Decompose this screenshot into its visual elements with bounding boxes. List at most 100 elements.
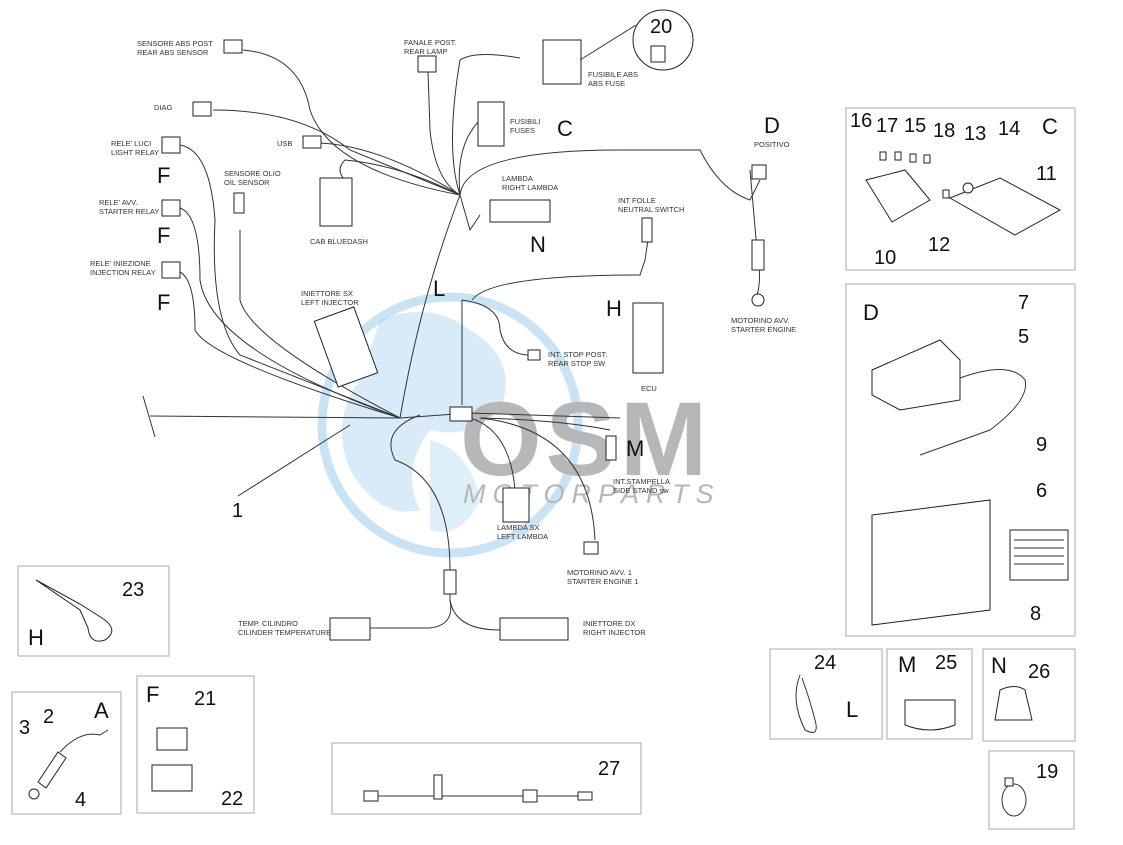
cable-clip xyxy=(994,686,1033,721)
letter-m-box: M xyxy=(898,652,916,677)
callout-20: 20 xyxy=(650,16,672,38)
letter-f-3: F xyxy=(157,290,170,315)
label-light-relay-1: RELE' LUCI xyxy=(111,139,151,148)
label-neutral-2: NEUTRAL SWITCH xyxy=(618,205,684,214)
section-letters: C D F F F N L H M 1 xyxy=(157,113,780,522)
box-n-clip: N 26 xyxy=(982,648,1076,742)
ecu-connector xyxy=(632,302,664,374)
box-c-fuse-holder: 16 17 15 18 13 14 C 11 12 10 xyxy=(845,107,1076,271)
callout-12: 12 xyxy=(928,234,950,256)
label-starter-relay-1: RELE' AVV. xyxy=(99,198,138,207)
bluedash-connector xyxy=(319,177,353,227)
letter-a-box: A xyxy=(94,698,109,723)
callout-24: 24 xyxy=(814,652,836,674)
wire-labels: SENSORE ABS POST REAR ABS SENSOR DIAG FA… xyxy=(90,38,796,637)
label-left-lambda-2: LEFT LAMBDA xyxy=(497,532,548,541)
battery-body xyxy=(871,499,991,626)
letter-c-main: C xyxy=(557,116,573,141)
callout-1: 1 xyxy=(232,500,243,522)
harness-sleeve xyxy=(443,569,457,595)
letter-f-box: F xyxy=(146,682,159,707)
label-right-injector-2: RIGHT INJECTOR xyxy=(583,628,646,637)
box-h-clamp: 23 H xyxy=(17,565,170,657)
letter-l-main: L xyxy=(433,276,445,301)
fuse-holder-body xyxy=(865,169,931,223)
label-rear-lamp-2: REAR LAMP xyxy=(404,47,447,56)
callout-10: 10 xyxy=(874,247,896,269)
rear-abs-sensor-connector xyxy=(223,39,243,54)
label-side-stand-2: SIDE STAND sw xyxy=(613,486,669,495)
callout-27: 27 xyxy=(598,758,620,780)
connectors xyxy=(161,39,767,641)
callout-11: 11 xyxy=(1036,163,1057,185)
mount-bracket xyxy=(948,177,1062,236)
label-rear-lamp-1: FANALE POST. xyxy=(404,38,457,47)
fuse-block xyxy=(477,101,505,147)
rear-stop-switch xyxy=(527,349,541,361)
label-right-injector-1: INIETTORE DX xyxy=(583,619,635,628)
usb-connector xyxy=(302,135,322,149)
label-rear-stop-1: INT. STOP POST. xyxy=(548,350,607,359)
label-side-stand-1: INT.STAMPELLA xyxy=(613,477,670,486)
label-injection-relay-1: RELE' INIEZIONE xyxy=(90,259,151,268)
label-cyl-temp-2: CILINDER TEMPERATURE xyxy=(238,628,331,637)
box-19-tie: 19 xyxy=(988,750,1075,830)
label-left-injector-1: INIETTORE SX xyxy=(301,289,353,298)
callout-5: 5 xyxy=(1018,326,1029,348)
watermark-word: OSM xyxy=(460,381,711,498)
callout-9: 9 xyxy=(1036,434,1047,456)
box-27-harness: 27 xyxy=(331,742,642,815)
label-rear-abs-2: REAR ABS SENSOR xyxy=(137,48,209,57)
label-left-lambda-1: LAMBDA SX xyxy=(497,523,540,532)
letter-m-main: M xyxy=(626,436,644,461)
positive-terminal xyxy=(751,164,767,180)
washer xyxy=(962,182,974,194)
box-l-strap: 24 L xyxy=(769,648,883,740)
letter-d-main: D xyxy=(764,113,780,138)
label-rear-abs-1: SENSORE ABS POST xyxy=(137,39,213,48)
callout-26: 26 xyxy=(1028,661,1050,683)
label-abs-fuse-2: ABS FUSE xyxy=(588,79,625,88)
letter-h-main: H xyxy=(606,296,622,321)
callout-17: 17 xyxy=(876,115,898,137)
main-harness xyxy=(142,49,761,631)
relay-holder xyxy=(151,764,193,792)
label-starter-engine-2: STARTER ENGINE xyxy=(731,325,796,334)
callout-15: 15 xyxy=(904,115,926,137)
abs-fuse-box xyxy=(542,39,582,85)
starter-engine-lead xyxy=(751,239,765,271)
label-fuses-1: FUSIBILI xyxy=(510,117,540,126)
callout-4: 4 xyxy=(75,789,86,811)
label-oil-sensor-2: OIL SENSOR xyxy=(224,178,270,187)
callout-6: 6 xyxy=(1036,480,1047,502)
right-lambda-connector xyxy=(489,199,551,223)
callout-21: 21 xyxy=(194,688,216,710)
starter-relay-connector xyxy=(161,199,181,217)
callout-7: 7 xyxy=(1018,292,1029,314)
label-neutral-1: INT FOLLE xyxy=(618,196,656,205)
oil-sensor xyxy=(233,192,245,214)
sensor-bolt xyxy=(28,788,40,800)
side-stand-switch xyxy=(605,435,617,461)
clip-part xyxy=(904,699,956,731)
callout-25: 25 xyxy=(935,652,957,674)
letter-h-box: H xyxy=(28,625,44,650)
relay-unit xyxy=(156,727,188,751)
box-m-clip: M 25 xyxy=(886,648,973,740)
fuse-icon xyxy=(650,45,666,63)
rear-lamp-connector xyxy=(417,55,437,73)
label-rear-stop-2: REAR STOP SW xyxy=(548,359,606,368)
box-d-battery: D 7 5 9 6 8 xyxy=(845,283,1076,637)
letter-n-box: N xyxy=(991,653,1007,678)
label-starter-relay-2: STARTER RELAY xyxy=(99,207,159,216)
abs-fuse-detail: 20 xyxy=(579,9,694,71)
letter-n-main: N xyxy=(530,232,546,257)
label-right-lambda-1: LAMBDA xyxy=(502,174,533,183)
box-f-relay: F 21 22 xyxy=(136,675,255,814)
starter-engine-1-terminal xyxy=(583,541,599,555)
callout-23: 23 xyxy=(122,579,144,601)
label-injection-relay-2: INJECTION RELAY xyxy=(90,268,156,277)
callout-22: 22 xyxy=(221,788,243,810)
label-ecu: ECU xyxy=(641,384,657,393)
